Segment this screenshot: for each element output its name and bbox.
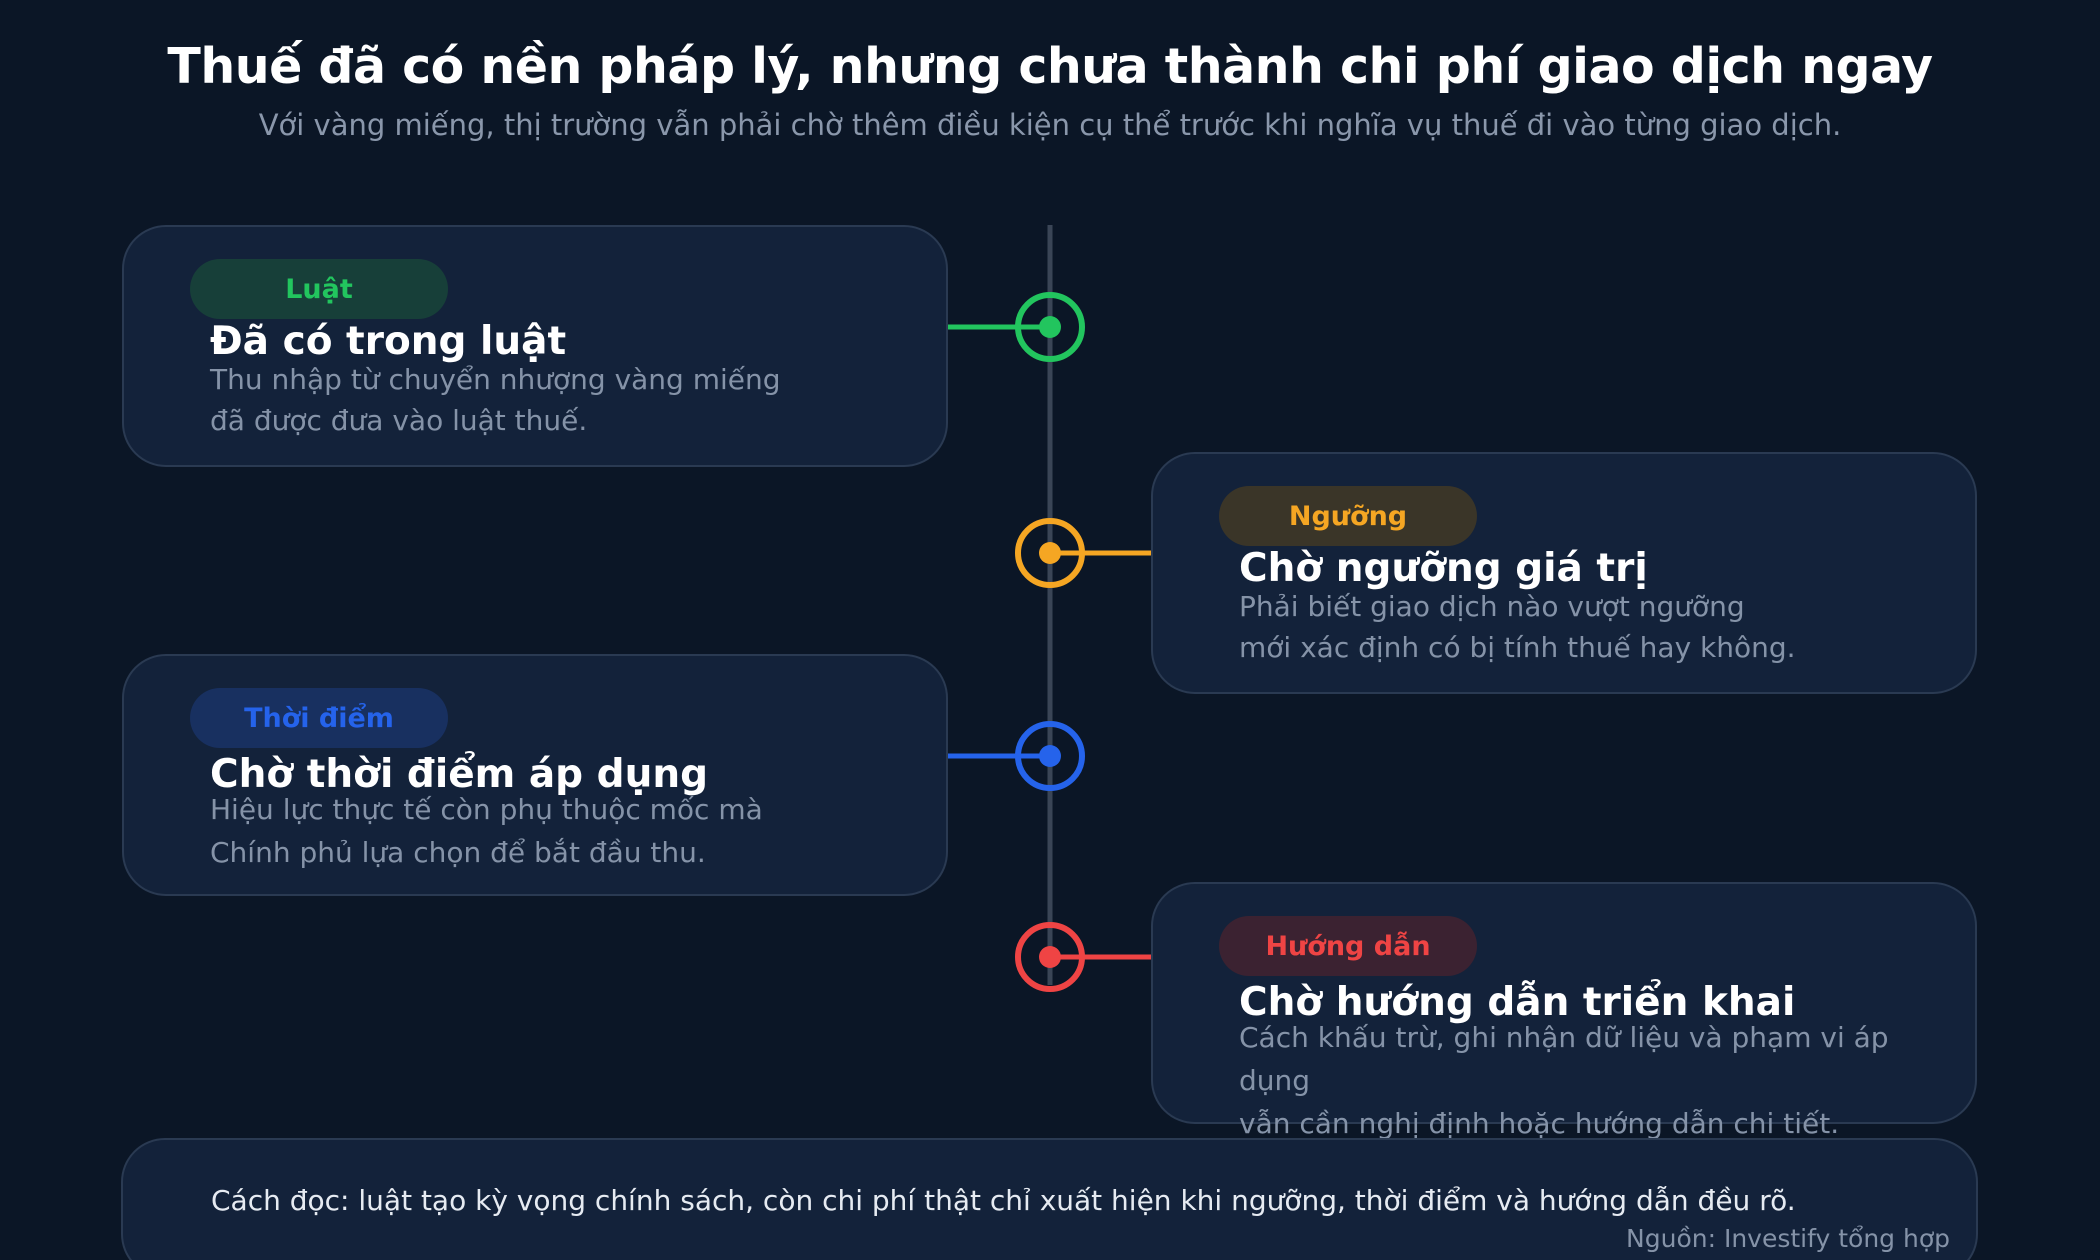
source-credit: Nguồn: Investify tổng hợp (1626, 1224, 1950, 1253)
step-title-guidance: Chờ hướng dẫn triển khai (1239, 980, 1796, 1025)
page-subtitle: Với vàng miếng, thị trường vẫn phải chờ … (258, 108, 1842, 142)
step-title-law: Đã có trong luật (210, 319, 567, 364)
step-desc-line: Cách khấu trừ, ghi nhận dữ liệu và phạm … (1239, 1021, 1889, 1097)
step-title-timing: Chờ thời điểm áp dụng (210, 752, 709, 797)
step-desc-timing: Hiệu lực thực tế còn phụ thuộc mốc mà Ch… (210, 788, 930, 874)
step-desc-line: mới xác định có bị tính thuế hay không. (1239, 631, 1796, 664)
step-card-law: Luật Đã có trong luật Thu nhập từ chuyển… (122, 225, 948, 467)
step-tag-guidance: Hướng dẫn (1219, 916, 1477, 976)
step-desc-threshold: Phải biết giao dịch nào vượt ngưỡng mới … (1239, 586, 1959, 668)
step-tag-threshold: Ngưỡng (1219, 486, 1477, 546)
step-card-timing: Thời điểm Chờ thời điểm áp dụng Hiệu lực… (122, 654, 948, 896)
step-desc-line: Hiệu lực thực tế còn phụ thuộc mốc mà (210, 793, 763, 826)
step-desc-guidance: Cách khấu trừ, ghi nhận dữ liệu và phạm … (1239, 1016, 1959, 1145)
step-desc-line: đã được đưa vào luật thuế. (210, 404, 588, 437)
step-tag-law: Luật (190, 259, 448, 319)
reading-note: Cách đọc: luật tạo kỳ vọng chính sách, c… (121, 1138, 1978, 1260)
step-desc-line: Chính phủ lựa chọn để bắt đầu thu. (210, 836, 706, 869)
step-title-threshold: Chờ ngưỡng giá trị (1239, 546, 1648, 591)
reading-note-text: Cách đọc: luật tạo kỳ vọng chính sách, c… (211, 1184, 1796, 1217)
step-card-guidance: Hướng dẫn Chờ hướng dẫn triển khai Cách … (1151, 882, 1977, 1140)
step-desc-line: vẫn cần nghị định hoặc hướng dẫn chi tiế… (1239, 1107, 1840, 1140)
step-card-threshold: Ngưỡng Chờ ngưỡng giá trị Phải biết giao… (1151, 452, 1977, 694)
step-desc-line: Thu nhập từ chuyển nhượng vàng miếng (210, 363, 781, 396)
step-desc-line: Phải biết giao dịch nào vượt ngưỡng (1239, 590, 1745, 623)
page-title: Thuế đã có nền pháp lý, nhưng chưa thành… (167, 38, 1933, 95)
step-tag-timing: Thời điểm (190, 688, 448, 748)
step-desc-law: Thu nhập từ chuyển nhượng vàng miếng đã … (210, 359, 930, 441)
